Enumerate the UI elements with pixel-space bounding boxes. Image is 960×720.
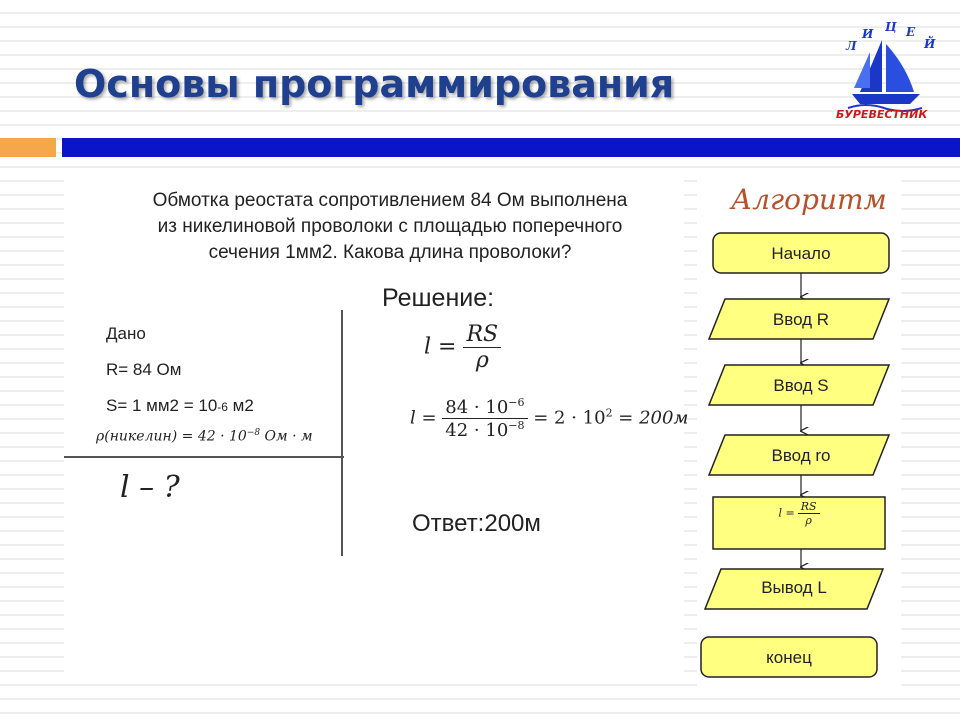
formula-calc-rhs-exp: 2 (605, 406, 613, 420)
logo-letter-5: Й (923, 35, 936, 51)
logo-letter-4: Е (905, 25, 916, 39)
solution-divider (341, 310, 343, 556)
flow-input-s-block (707, 364, 891, 406)
given-resistivity: ρ(никелин) = 42 · 10−8 Ом · м (96, 428, 313, 445)
formula-calc-lhs: l = (410, 407, 437, 429)
problem-statement: Обмотка реостата сопротивлением 84 Ом вы… (90, 188, 690, 266)
solution-heading: Решение: (382, 284, 495, 312)
logo-name: БУРЕВЕСТНИК (836, 108, 928, 121)
flow-input-s-label: Ввод S (773, 376, 829, 395)
formula-calc-num-exp: −6 (508, 396, 525, 409)
flow-output-label: Вывод L (761, 578, 827, 597)
unknown-length: l – ? (120, 470, 180, 505)
flow-process-den: ρ (805, 514, 812, 527)
problem-line: Обмотка реостата сопротивлением 84 Ом вы… (152, 190, 628, 211)
flow-input-ro-label: Ввод ro (771, 446, 831, 465)
flow-process-block (712, 496, 886, 550)
flow-end-label: конец (766, 648, 812, 667)
formula-general-lhs: l = (424, 334, 457, 360)
logo-letter-1: Л (845, 39, 857, 53)
answer-text: Ответ:200м (412, 510, 541, 537)
accent-bar-orange (0, 138, 56, 157)
given-resistivity-prefix: ρ(никелин) = 42 · 10 (96, 428, 247, 445)
formula-calc-rhs: = 2 · 10 (533, 407, 606, 429)
formula-general-denominator: ρ (475, 348, 489, 373)
flow-input-r-block (707, 298, 891, 340)
problem-line: из никелиновой проволоки с площадью попе… (157, 216, 623, 237)
logo-letter-3: Ц (884, 20, 897, 34)
formula-general-numerator: RS (463, 322, 502, 348)
given-area: S= 1 мм2 = 10-6 м2 (106, 396, 254, 416)
flow-process-lhs: l = (778, 506, 795, 520)
formula-calc-den-exp: −8 (508, 419, 525, 432)
lyceum-logo: Л И Ц Е Й БУРЕВЕСТНИК (836, 20, 936, 121)
given-divider (64, 456, 344, 458)
given-resistivity-unit: Ом · м (260, 428, 313, 445)
flow-input-ro-block (707, 434, 891, 476)
given-label: Дано (106, 324, 146, 343)
formula-calc-result: = 200м (612, 407, 689, 429)
flowchart-shapes (700, 232, 891, 678)
given-area-prefix: S= 1 мм2 = 10 (106, 396, 218, 415)
flow-process-num: RS (797, 500, 820, 514)
flow-start-label: Начало (771, 244, 831, 263)
problem-line: сечения 1мм2. Какова длина проволоки? (208, 242, 572, 263)
given-area-exp: -6 (217, 400, 228, 414)
slide-title: Основы программирования (74, 62, 675, 106)
given-area-unit: м2 (227, 396, 254, 415)
flowchart-title: Алгоритм (731, 183, 887, 216)
flow-input-r-label: Ввод R (772, 310, 830, 329)
flow-output-block (703, 568, 885, 610)
given-resistivity-exp: −8 (246, 428, 261, 438)
formula-calc-den: 42 · 10 (445, 420, 509, 441)
given-resistance: R= 84 Ом (106, 360, 182, 379)
logo-letter-2: И (861, 27, 874, 41)
accent-bar-blue (62, 138, 960, 157)
formula-calc-num: 84 · 10 (445, 397, 509, 418)
problem-card: Обмотка реостата сопротивлением 84 Ом вы… (64, 174, 688, 684)
formula-calculation: l = 84 · 10−6 42 · 10−8 = 2 · 102 = 200м (410, 396, 688, 441)
flow-end-block (700, 636, 878, 678)
